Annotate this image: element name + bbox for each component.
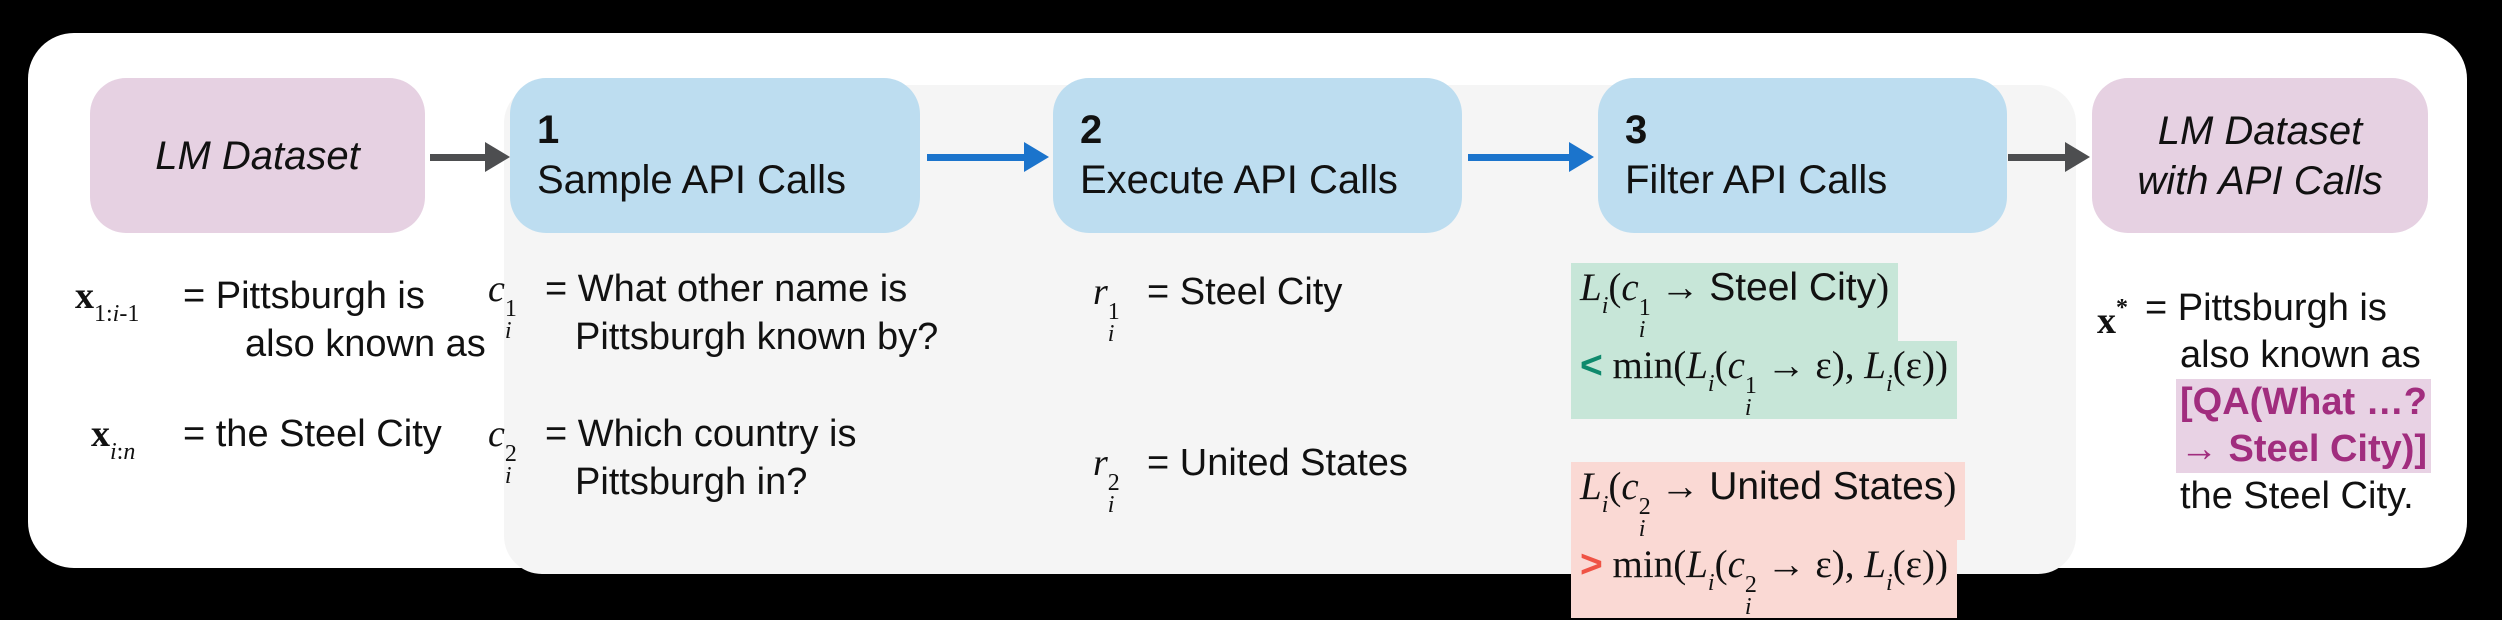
augmented-line2: also known as: [2180, 334, 2421, 376]
augmented-line3: [QA(What …?: [2145, 379, 2431, 426]
lm-dataset-api-node: LM Dataset with API Calls: [2092, 78, 2428, 233]
step3-node: 3 Filter API Calls: [1598, 78, 2007, 233]
api-result-2-line1: = United States: [1147, 442, 1408, 484]
context-suffix-line1: = the Steel City: [183, 413, 442, 455]
lm-dataset-example: x1:i-1 = Pittsburgh is also known as xi:…: [75, 272, 486, 476]
arrow-shaft: [1468, 154, 1570, 161]
augmented-example: x* = Pittsburgh is also known as [QA(Wha…: [2097, 285, 2432, 520]
context-prefix-line1: = Pittsburgh is: [183, 275, 425, 317]
lm-dataset-node: LM Dataset: [90, 78, 425, 233]
lm-dataset-api-label-line1: LM Dataset: [2157, 108, 2363, 153]
arrow-head: [2065, 142, 2090, 172]
arrow-step1-to-step2: [927, 142, 1049, 172]
step2-number: 2: [1080, 108, 1103, 152]
api-result-1-line1: = Steel City: [1147, 271, 1343, 313]
step2-title: Execute API Calls: [1080, 158, 1398, 202]
augmented-line4: → Steel City)]: [2145, 426, 2432, 473]
arrow-head: [1569, 142, 1594, 172]
step1-node: 1 Sample API Calls: [510, 78, 920, 233]
arrow-shaft: [430, 154, 486, 161]
step1-title: Sample API Calls: [537, 158, 847, 202]
x-prefix-symbol: x1:i-1: [75, 275, 140, 327]
arrow-shaft: [2008, 154, 2066, 161]
api-call-highlight-line2: → Steel City)]: [2176, 426, 2432, 473]
x-star-symbol: x*: [2097, 295, 2128, 342]
arrow-step3-to-dataset: [2008, 142, 2090, 172]
lm-dataset-label: LM Dataset: [155, 133, 360, 178]
api-call-1-line2: Pittsburgh known by?: [575, 316, 939, 358]
arrow-head: [1024, 142, 1049, 172]
api-call-1-line1: = What other name is: [545, 268, 908, 310]
augmented-line5: the Steel City.: [2180, 475, 2414, 517]
augmented-entry: x* = Pittsburgh is also known as [QA(Wha…: [2097, 285, 2432, 520]
context-prefix-line2: also known as: [245, 323, 486, 365]
step3-title: Filter API Calls: [1625, 158, 1888, 202]
x-suffix-symbol: xi:n: [91, 413, 136, 465]
context-prefix-entry: x1:i-1 = Pittsburgh is also known as: [75, 272, 486, 368]
filter-block-gap: [1571, 419, 1965, 462]
api-call-highlight-line1: [QA(What …?: [2176, 379, 2431, 426]
context-suffix-entry: xi:n = the Steel City: [75, 410, 486, 476]
api-call-2-line1: = Which country is: [545, 413, 857, 455]
arrow-shaft: [927, 154, 1025, 161]
step2-node: 2 Execute API Calls: [1053, 78, 1462, 233]
step3-number: 3: [1625, 108, 1648, 152]
arrow-step2-to-step3: [1468, 142, 1594, 172]
lm-dataset-api-label-line2: with API Calls: [2137, 158, 2383, 203]
figure-background: { "colors": { "background": "#000000", "…: [28, 33, 2467, 619]
api-call-2-line2: Pittsburgh in?: [575, 461, 808, 503]
arrow-head: [485, 142, 510, 172]
augmented-line1: = Pittsburgh is: [2145, 287, 2387, 329]
arrow-dataset-to-step1: [430, 142, 510, 172]
step1-number: 1: [537, 108, 560, 152]
